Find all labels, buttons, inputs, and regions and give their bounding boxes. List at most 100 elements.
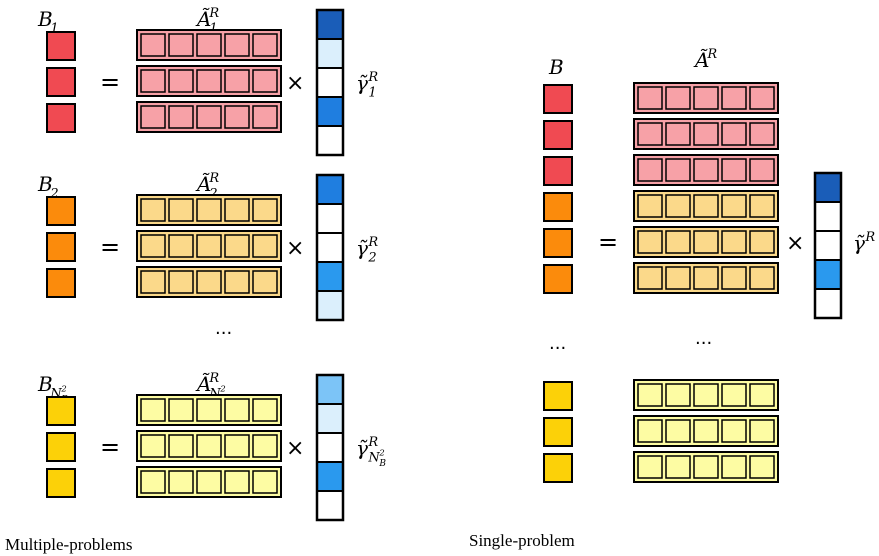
b-cell-single <box>543 228 573 258</box>
matrix-cell <box>252 470 278 494</box>
gamma-cell <box>316 232 344 263</box>
matrix-cell <box>749 86 775 110</box>
b-cell <box>46 468 76 498</box>
a-row <box>136 430 282 462</box>
matrix-cell <box>168 470 194 494</box>
matrix-cell <box>252 105 278 129</box>
gamma-vector-1 <box>315 8 345 157</box>
a-row-single <box>633 379 779 411</box>
gamma-cell <box>316 432 344 463</box>
a-label-3: ÃRNB2 <box>195 371 227 405</box>
left-ellipsis: ... <box>215 318 232 339</box>
matrix-cell <box>749 383 775 407</box>
problem-group-1: =× <box>100 68 304 96</box>
matrix-cell <box>224 69 250 93</box>
matrix-cell <box>665 419 691 443</box>
matrix-cell <box>196 434 222 458</box>
matrix-cell <box>721 230 747 254</box>
matrix-cell <box>693 230 719 254</box>
a-row-single <box>633 262 779 294</box>
matrix-cell <box>637 230 663 254</box>
caption-multiple-problems: Multiple-problems <box>5 535 132 554</box>
matrix-cell <box>721 266 747 290</box>
caption-single-problem: Single-problem <box>469 531 575 550</box>
a-row <box>136 394 282 426</box>
matrix-cell <box>140 234 166 258</box>
matrix-cell <box>252 69 278 93</box>
matrix-cell <box>637 266 663 290</box>
matrix-cell <box>196 398 222 422</box>
gamma-cell <box>316 174 344 205</box>
matrix-cell <box>637 419 663 443</box>
matrix-cell <box>224 434 250 458</box>
matrix-cell <box>224 234 250 258</box>
matrix-cell <box>721 419 747 443</box>
ellipsis-a-single: ... <box>695 328 712 349</box>
matrix-cell <box>693 158 719 182</box>
matrix-cell <box>224 105 250 129</box>
matrix-cell <box>224 198 250 222</box>
times-sign: × <box>286 436 304 461</box>
matrix-cell <box>721 122 747 146</box>
a-row <box>136 194 282 226</box>
a-row <box>136 230 282 262</box>
matrix-cell <box>749 158 775 182</box>
equals-sign: = <box>100 68 120 96</box>
gamma-cell <box>316 9 344 40</box>
gamma-cell <box>316 261 344 292</box>
gamma-vector-single <box>813 171 843 320</box>
matrix-cell <box>637 86 663 110</box>
matrix-cell <box>665 455 691 479</box>
matrix-cell <box>665 158 691 182</box>
gamma-cell <box>316 403 344 434</box>
problem-group-2: =× <box>100 233 304 261</box>
matrix-cell <box>168 105 194 129</box>
b-cell <box>46 67 76 97</box>
matrix-cell <box>749 419 775 443</box>
matrix-cell <box>693 419 719 443</box>
a-row <box>136 266 282 298</box>
b-cell-single <box>543 264 573 294</box>
matrix-cell <box>665 86 691 110</box>
a-row <box>136 65 282 97</box>
a-row <box>136 29 282 61</box>
matrix-cell <box>252 270 278 294</box>
b-cell <box>46 396 76 426</box>
b-label-2: B2 <box>37 172 59 201</box>
matrix-cell <box>140 69 166 93</box>
matrix-cell <box>224 470 250 494</box>
matrix-cell <box>140 398 166 422</box>
matrix-cell <box>252 434 278 458</box>
gamma-label-single: γ̃R <box>853 230 875 255</box>
matrix-cell <box>140 198 166 222</box>
matrix-cell <box>665 230 691 254</box>
a-row-single <box>633 415 779 447</box>
times-sign-single: × <box>786 231 804 256</box>
b-label-1: B1 <box>37 7 59 36</box>
matrix-cell <box>749 266 775 290</box>
matrix-cell <box>168 270 194 294</box>
b-cell-single <box>543 381 573 411</box>
matrix-cell <box>721 158 747 182</box>
gamma-cell <box>814 172 842 203</box>
b-cell <box>46 31 76 61</box>
matrix-cell <box>637 383 663 407</box>
matrix-cell <box>721 383 747 407</box>
matrix-cell <box>140 270 166 294</box>
a-row-single <box>633 226 779 258</box>
b-cell-single <box>543 84 573 114</box>
matrix-cell <box>749 455 775 479</box>
gamma-cell <box>316 67 344 98</box>
b-cell-single <box>543 192 573 222</box>
matrix-cell <box>637 455 663 479</box>
b-cell <box>46 268 76 298</box>
a-label-single: ÃR <box>693 47 717 72</box>
gamma-cell <box>316 374 344 405</box>
gamma-vector-2 <box>315 173 345 322</box>
a-row-single <box>633 82 779 114</box>
equals-sign-single: = <box>598 228 618 256</box>
